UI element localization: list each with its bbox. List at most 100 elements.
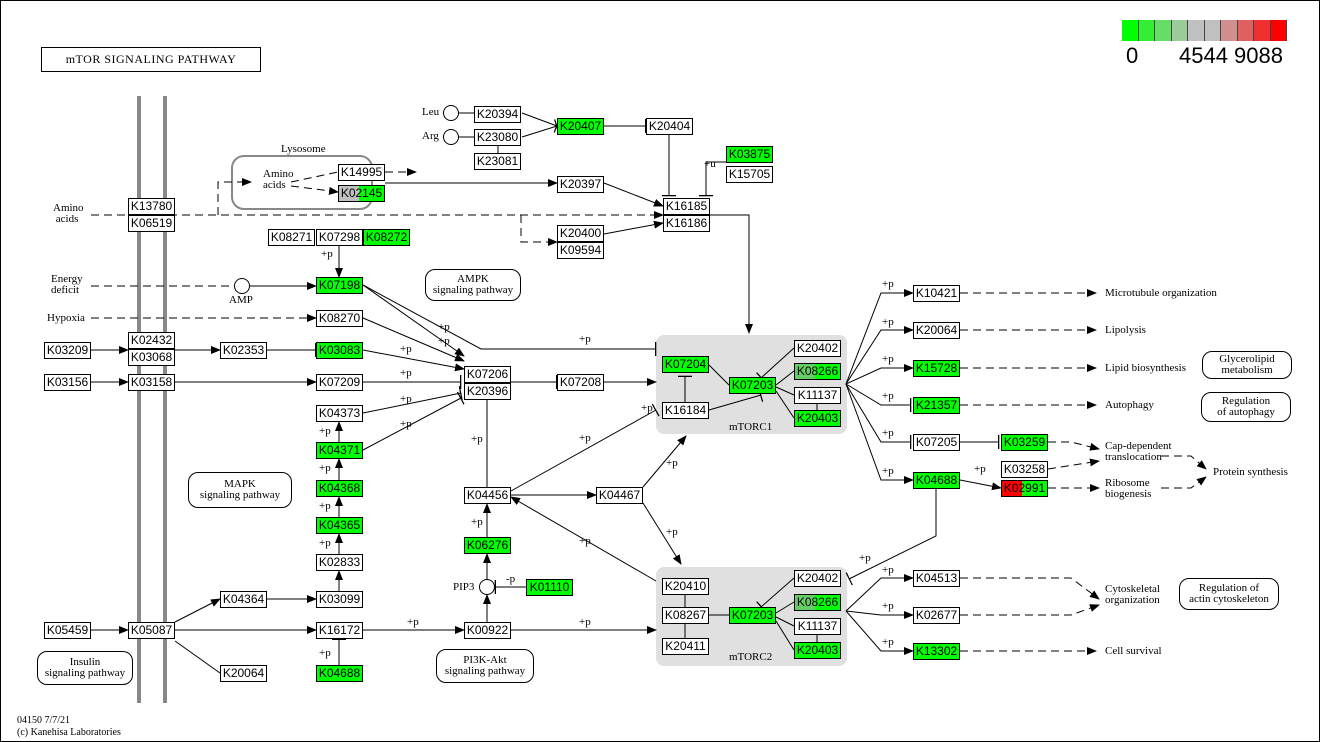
gene-node-k07298[interactable]: K07298: [316, 229, 363, 246]
gene-node-k20410[interactable]: K20410: [662, 578, 709, 595]
gene-node-k15705[interactable]: K15705: [726, 166, 773, 183]
gene-node-k02432[interactable]: K02432: [128, 332, 175, 349]
gene-node-k03099[interactable]: K03099: [316, 591, 363, 608]
gene-node-k20394[interactable]: K20394: [474, 106, 521, 123]
gene-node-k20396[interactable]: K20396: [464, 383, 511, 400]
binding-edge: [708, 364, 730, 386]
gene-node-k20064[interactable]: K20064: [913, 322, 960, 339]
gene-node-k09594[interactable]: K09594: [557, 242, 604, 259]
gene-node-k13780[interactable]: K13780: [128, 198, 175, 215]
gene-node-k20064[interactable]: K20064: [220, 665, 267, 682]
pathway-link-regulation-of[interactable]: Regulation of actin cytoskeleton: [1179, 578, 1279, 610]
gene-node-k05087[interactable]: K05087: [128, 622, 175, 639]
gene-node-k02145[interactable]: K02145: [338, 185, 385, 202]
gene-node-k11137[interactable]: K11137: [794, 387, 841, 404]
gene-node-k00922[interactable]: K00922: [464, 622, 511, 639]
gene-node-k07206[interactable]: K07206: [464, 366, 511, 383]
gene-node-k04365[interactable]: K04365: [316, 517, 363, 534]
activation-edge: [1161, 476, 1207, 489]
activation-edge: [642, 502, 682, 565]
gene-node-k02833[interactable]: K02833: [316, 554, 363, 571]
gene-node-k07204[interactable]: K07204: [662, 356, 709, 373]
gene-node-k02353[interactable]: K02353: [220, 342, 267, 359]
label-pip3: PIP3: [453, 581, 475, 593]
gene-node-k08271[interactable]: K08271: [268, 229, 315, 246]
pathway-link-ampk[interactable]: AMPK signaling pathway: [425, 269, 521, 301]
gene-node-k04688[interactable]: K04688: [913, 472, 960, 489]
gene-node-k03158[interactable]: K03158: [128, 374, 175, 391]
gene-node-k20403[interactable]: K20403: [794, 410, 841, 427]
gene-node-k20407[interactable]: K20407: [557, 118, 604, 135]
gene-node-k16186[interactable]: K16186: [663, 215, 710, 232]
gene-node-k08266[interactable]: K08266: [794, 363, 841, 380]
label-cap-dependent-translocation: Cap-dependent translocation: [1105, 440, 1172, 463]
gene-node-k23080[interactable]: K23080: [474, 129, 521, 146]
gene-node-k03258[interactable]: K03258: [1001, 461, 1048, 478]
gene-node-k03875[interactable]: K03875: [726, 146, 773, 163]
binding-edge: [290, 171, 339, 183]
pathway-link-glycerolipid[interactable]: Glycerolipid metabolism: [1202, 351, 1292, 379]
gene-node-k07203[interactable]: K07203: [729, 377, 776, 394]
gene-node-k11137[interactable]: K11137: [794, 618, 841, 635]
gene-node-k04688[interactable]: K04688: [316, 665, 363, 682]
label-ribosome-biogenesis: Ribosome biogenesis: [1105, 477, 1152, 500]
gene-node-k03209[interactable]: K03209: [44, 342, 91, 359]
gene-node-k03083[interactable]: K03083: [316, 342, 363, 359]
gene-node-k04364[interactable]: K04364: [220, 591, 267, 608]
phosphorylation-label: +p: [400, 367, 412, 379]
gene-node-k14995[interactable]: K14995: [338, 164, 385, 181]
gene-node-k08270[interactable]: K08270: [316, 310, 363, 327]
pathway-link-regulation[interactable]: Regulation of autophagy: [1201, 392, 1291, 422]
gene-node-k08267[interactable]: K08267: [662, 607, 709, 624]
gene-node-k03068[interactable]: K03068: [128, 349, 175, 366]
gene-node-k04456[interactable]: K04456: [464, 487, 511, 504]
gene-node-k20403[interactable]: K20403: [794, 642, 841, 659]
gene-node-k04371[interactable]: K04371: [316, 442, 363, 459]
pathway-link-mapk[interactable]: MAPK signaling pathway: [188, 472, 292, 508]
gene-node-k06276[interactable]: K06276: [464, 537, 511, 554]
phosphorylation-label: +p: [882, 390, 894, 402]
gene-node-k20397[interactable]: K20397: [557, 176, 604, 193]
pathway-link-insulin[interactable]: Insulin signaling pathway: [37, 651, 133, 685]
gene-node-k02991[interactable]: K02991: [1001, 480, 1048, 497]
legend-swatch: [1221, 20, 1238, 41]
gene-node-k07208[interactable]: K07208: [557, 374, 604, 391]
gene-node-k04373[interactable]: K04373: [316, 405, 363, 422]
gene-node-k07209[interactable]: K07209: [316, 374, 363, 391]
gene-node-k04513[interactable]: K04513: [913, 570, 960, 587]
gene-node-k20411[interactable]: K20411: [662, 638, 709, 655]
gene-node-k07203[interactable]: K07203: [729, 607, 776, 624]
gene-node-k03156[interactable]: K03156: [44, 374, 91, 391]
gene-node-k15728[interactable]: K15728: [913, 360, 960, 377]
legend-swatch: [1138, 20, 1155, 41]
gene-node-k01110[interactable]: K01110: [526, 579, 573, 596]
gene-node-k20404[interactable]: K20404: [646, 118, 693, 135]
gene-node-k07205[interactable]: K07205: [913, 434, 960, 451]
gene-node-k04368[interactable]: K04368: [316, 480, 363, 497]
gene-node-k05459[interactable]: K05459: [44, 622, 91, 639]
gene-node-k08266[interactable]: K08266: [794, 594, 841, 611]
legend-swatch: [1204, 20, 1221, 41]
gene-node-k08272[interactable]: K08272: [363, 229, 410, 246]
gene-node-k04467[interactable]: K04467: [596, 487, 643, 504]
pathway-link-pi3k-akt[interactable]: PI3K-Akt signaling pathway: [436, 649, 534, 683]
gene-node-k23081[interactable]: K23081: [474, 153, 521, 170]
gene-node-k16185[interactable]: K16185: [663, 198, 710, 215]
gene-node-k20402[interactable]: K20402: [794, 570, 841, 587]
page-title: mTOR SIGNALING PATHWAY: [41, 47, 261, 72]
binding-edge: [775, 620, 795, 651]
gene-node-k07198[interactable]: K07198: [316, 277, 363, 294]
binding-edge: [775, 390, 795, 419]
gene-node-k20402[interactable]: K20402: [794, 340, 841, 357]
phosphorylation-label: +p: [882, 636, 894, 648]
gene-node-k16172[interactable]: K16172: [316, 622, 363, 639]
gene-node-k03259[interactable]: K03259: [1001, 434, 1048, 451]
gene-node-k20400[interactable]: K20400: [557, 225, 604, 242]
gene-node-k16184[interactable]: K16184: [662, 402, 709, 419]
gene-node-k06519[interactable]: K06519: [128, 215, 175, 232]
gene-node-k10421[interactable]: K10421: [913, 285, 960, 302]
gene-node-k02677[interactable]: K02677: [913, 607, 960, 624]
gene-node-k13302[interactable]: K13302: [913, 643, 960, 660]
gene-node-k21357[interactable]: K21357: [913, 397, 960, 414]
